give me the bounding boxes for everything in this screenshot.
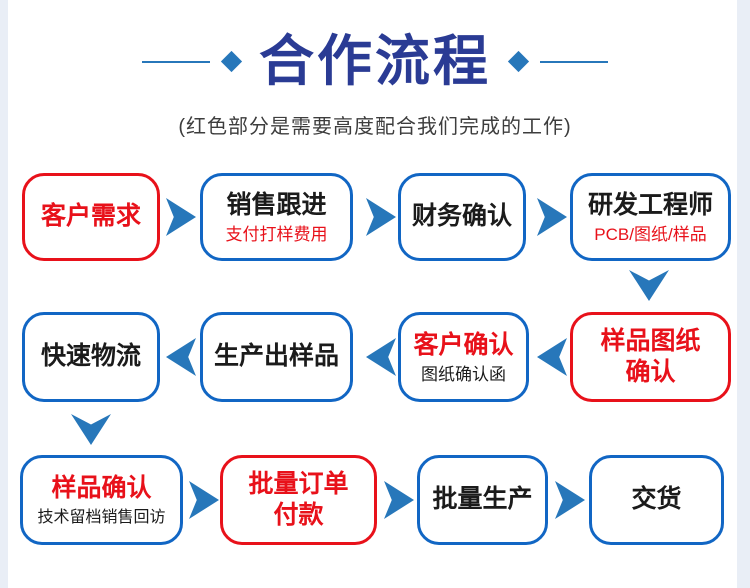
- node-customer-demand: 客户需求: [22, 173, 160, 261]
- node-rd-engineer: 研发工程师 PCB/图纸/样品: [570, 173, 731, 261]
- node-title: 研发工程师: [587, 190, 713, 219]
- node-title: 客户需求: [40, 202, 141, 231]
- node-customer-confirm: 客户确认 图纸确认函: [398, 312, 529, 402]
- node-produce-sample: 生产出样品: [200, 312, 353, 402]
- node-title: 生产出样品: [213, 342, 339, 371]
- node-title: 快速物流: [40, 342, 141, 371]
- node-bulk-order-payment: 批量订单 付款: [220, 455, 377, 545]
- node-title: 样品图纸 确认: [600, 326, 701, 386]
- node-bulk-production: 批量生产: [417, 455, 548, 545]
- node-subtitle: 支付打样费用: [225, 224, 328, 244]
- title-left-line: [141, 60, 210, 63]
- arrow-left-icon: [537, 338, 567, 376]
- arrow-left-icon: [366, 338, 396, 376]
- node-subtitle: 图纸确认函: [421, 364, 506, 384]
- node-title: 批量生产: [432, 485, 533, 514]
- node-fast-logistics: 快速物流: [22, 312, 160, 402]
- node-sales-follow-up: 销售跟进 支付打样费用: [200, 173, 353, 261]
- arrow-right-icon: [189, 481, 219, 519]
- arrow-right-icon: [537, 198, 567, 236]
- node-subtitle: 技术留档销售回访: [37, 509, 166, 527]
- arrow-right-icon: [166, 198, 196, 236]
- right-edge-strip: [737, 0, 750, 588]
- diamond-icon: [507, 50, 530, 73]
- arrow-right-icon: [555, 481, 585, 519]
- node-title: 样品确认: [51, 474, 152, 503]
- node-sample-confirm: 样品确认 技术留档销售回访: [20, 455, 183, 545]
- arrow-right-icon: [384, 481, 414, 519]
- arrow-down-icon: [71, 414, 111, 445]
- arrow-right-icon: [366, 198, 396, 236]
- node-title: 客户确认: [413, 330, 514, 359]
- node-title: 财务确认: [411, 202, 512, 231]
- node-delivery: 交货: [589, 455, 724, 545]
- node-title: 销售跟进: [226, 190, 327, 219]
- page-subtitle: (红色部分是需要高度配合我们完成的工作): [178, 116, 572, 138]
- title-right-line: [540, 60, 608, 63]
- node-title: 批量订单 付款: [248, 469, 349, 529]
- diamond-icon: [220, 50, 243, 73]
- node-finance-confirm: 财务确认: [398, 173, 526, 261]
- header: 合作流程: [0, 34, 750, 89]
- node-sample-drawing-confirm: 样品图纸 确认: [570, 312, 731, 402]
- arrow-left-icon: [166, 338, 196, 376]
- left-edge-strip: [0, 0, 8, 588]
- page-title: 合作流程: [258, 30, 491, 92]
- node-title: 交货: [631, 485, 682, 514]
- node-subtitle: PCB/图纸/样品: [594, 224, 707, 244]
- arrow-down-icon: [629, 270, 669, 301]
